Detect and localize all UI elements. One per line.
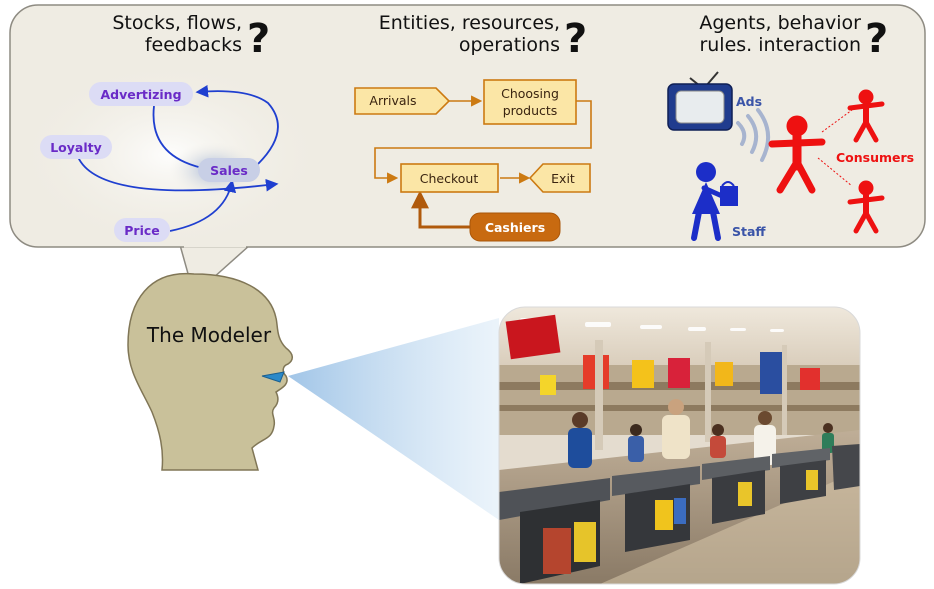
ab-question-mark: ? xyxy=(865,16,888,62)
de-resource-label: Cashiers xyxy=(485,220,545,235)
de-block-choosing-products: Choosing products xyxy=(483,79,577,125)
sd-node-label: Advertizing xyxy=(100,87,181,102)
modeler-label: The Modeler xyxy=(146,323,272,347)
price-to-sales-arrow xyxy=(169,179,237,232)
de-resource-cashiers: Cashiers xyxy=(469,212,561,242)
sd-node-advertizing: Advertizing xyxy=(89,82,193,106)
agent-link xyxy=(817,109,853,187)
sd-node-label: Sales xyxy=(210,163,248,178)
broadcast-signal-icon xyxy=(736,108,770,162)
ab-heading-line1: Agents, behavior xyxy=(699,12,861,34)
choosing-to-checkout-connector xyxy=(374,100,592,184)
de-block-label-line1: Choosing xyxy=(501,86,559,101)
cashiers-link xyxy=(411,190,470,229)
eye-icon xyxy=(261,371,285,383)
de-block-label: Checkout xyxy=(420,171,479,186)
sales-to-advertizing-arrow xyxy=(195,84,279,165)
staff-label: Staff xyxy=(732,224,766,239)
de-heading-line2: operations xyxy=(459,34,560,56)
ads-label: Ads xyxy=(736,94,762,109)
de-block-label: Exit xyxy=(551,171,575,186)
de-block-checkout: Checkout xyxy=(400,163,499,193)
consumer-agent-icon xyxy=(847,89,885,143)
system-dynamics-section: Stocks, flows, feedbacks ? Advertizing L… xyxy=(15,12,325,250)
sd-heading-line2: feedbacks xyxy=(145,34,242,56)
sd-question-mark: ? xyxy=(247,16,270,62)
discrete-event-section: Entities, resources, operations ? Arriva… xyxy=(354,12,592,242)
tv-icon xyxy=(667,71,733,131)
de-question-mark: ? xyxy=(564,16,587,62)
staff-agent-icon xyxy=(691,162,738,241)
vision-beam xyxy=(288,318,499,520)
consumers-label: Consumers xyxy=(836,150,914,165)
consumer-agent-icon xyxy=(768,115,826,194)
sd-heading-line1: Stocks, flows, xyxy=(112,12,242,34)
de-block-exit: Exit xyxy=(528,163,591,193)
de-block-arrivals: Arrivals xyxy=(354,87,451,115)
sd-node-label: Loyalty xyxy=(50,140,102,155)
sd-node-loyalty: Loyalty xyxy=(40,135,112,159)
ab-heading-line2: rules. interaction xyxy=(699,34,861,56)
agent-based-section: Agents, behavior rules. interaction ? Ad… xyxy=(667,12,914,241)
consumer-agent-icon xyxy=(847,180,885,234)
photo-frame xyxy=(498,306,861,585)
supermarket-checkout-photo xyxy=(499,307,860,584)
sd-node-label: Price xyxy=(124,223,160,238)
de-block-label-line2: products xyxy=(503,103,558,118)
sd-node-sales: Sales xyxy=(198,158,260,182)
sd-node-price: Price xyxy=(114,218,170,242)
de-block-label: Arrivals xyxy=(369,93,416,108)
sd-glow xyxy=(15,60,325,250)
modeler-head-icon xyxy=(127,272,293,471)
de-heading-line1: Entities, resources, xyxy=(379,12,560,34)
